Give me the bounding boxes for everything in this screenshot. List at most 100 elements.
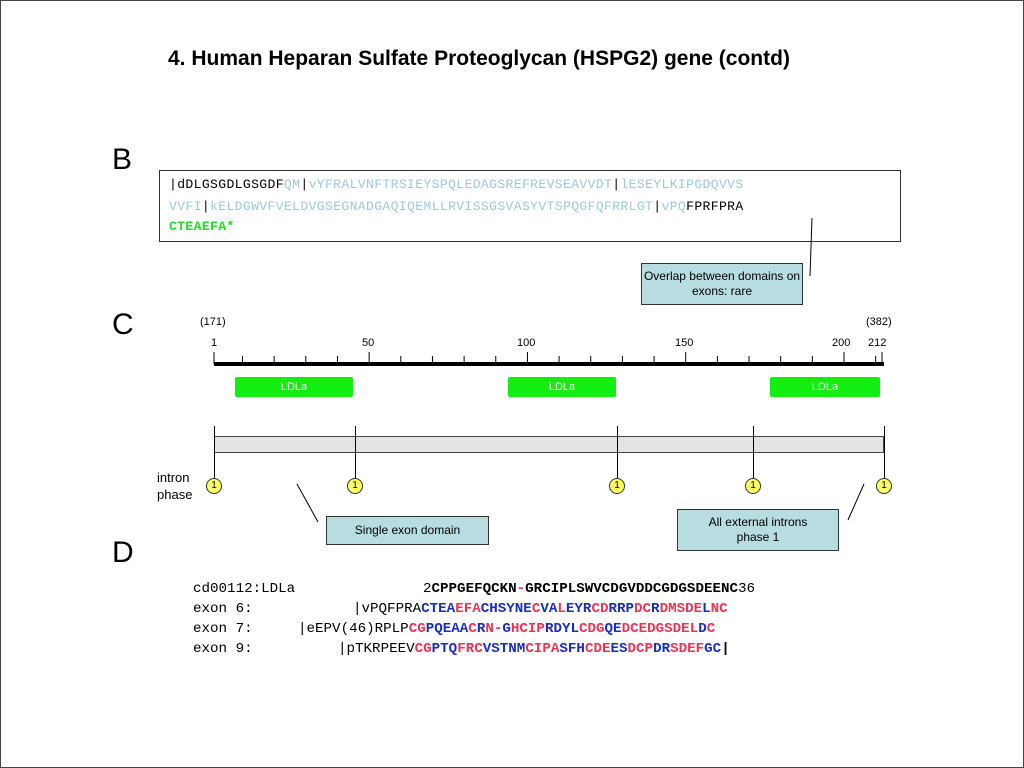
tick-label: 50	[362, 337, 375, 349]
residue-segment: C	[706, 621, 716, 637]
residue-segment: |	[721, 641, 730, 657]
intron-phase-label: intron phase	[157, 469, 192, 503]
alignment-row: exon 6:|vPQFPRACTEAEFACHSYNECVALEYRCDRRP…	[193, 601, 728, 617]
residue-segment: C	[468, 621, 477, 637]
ruler-ticks	[213, 352, 883, 364]
residue-segment: DCP	[627, 641, 654, 657]
residue-segment: G	[502, 621, 511, 637]
residue-segment: GRCIPLSWVCDGVDDCGDGSDEENC	[525, 581, 739, 597]
residue-segment: CTEA	[421, 601, 456, 617]
residue-segment: NC	[710, 601, 728, 617]
residue-segment: DM	[659, 601, 677, 617]
intron-phase-marker: 1	[347, 478, 363, 494]
residue-segment: PTQ	[431, 641, 458, 657]
phase-label: phase	[157, 487, 193, 502]
exon-boundary	[753, 426, 754, 478]
sequence-segment: FPRFPRA	[686, 199, 744, 214]
sequence-segment: vPQ	[661, 199, 687, 214]
residue-segment: QE	[604, 621, 622, 637]
range-start-label: (171)	[200, 316, 226, 328]
sequence-segment: dDLGSGDLGSGDF	[177, 177, 284, 192]
exon-track	[214, 436, 884, 453]
residue-segment: SDEF	[670, 641, 705, 657]
residue-segment: GC	[704, 641, 722, 657]
sequence-segment: |	[653, 199, 662, 214]
ldla-domain: LDLa	[235, 377, 353, 397]
external-introns-callout: All external introns phase 1	[677, 509, 839, 551]
intron-phase-marker: 1	[609, 478, 625, 494]
residue-segment: 36	[738, 581, 756, 597]
residue-segment: VA	[540, 601, 558, 617]
panel-label-c: C	[112, 308, 134, 341]
residue-segment: EYR	[565, 601, 592, 617]
residue-segment: N	[485, 621, 494, 637]
residue-segment: C	[531, 601, 541, 617]
alignment-row: exon 9:|pTKRPEEVCGPTQFRCVSTNMCIPASFHCDEE…	[193, 641, 730, 657]
alignment-label: exon 7:	[193, 621, 253, 637]
alignment-label: cd00112:LDLa	[193, 581, 296, 597]
residue-segment: |eEPV(46)RPLP	[298, 621, 409, 637]
tick-label: 212	[868, 337, 887, 349]
residue-segment: -	[516, 581, 526, 597]
sequence-box: |dDLGSGDLGSGDFQM|vYFRALVNFTRSIEYSPQLEDAG…	[159, 170, 901, 242]
residue-segment: RDYL	[544, 621, 579, 637]
panel-label-b: B	[112, 143, 133, 176]
residue-segment: DGSDEL	[647, 621, 699, 637]
residue-segment: L	[557, 601, 566, 617]
residue-segment: DCE	[621, 621, 648, 637]
exon-boundary	[355, 426, 356, 478]
intron-phase-marker: 1	[876, 478, 892, 494]
residue-segment: CG	[408, 621, 426, 637]
alignment-label: exon 9:	[193, 641, 253, 657]
sequence-segment: |	[612, 177, 621, 192]
intron-label: intron	[157, 470, 190, 485]
sequence-segment: kELDGWVFVELDVGSEGNADGAQIQEMLLRVISSGSVASY…	[210, 199, 654, 214]
residue-segment: EFA	[455, 601, 481, 617]
residue-segment: |vPQFPRA	[353, 601, 422, 617]
single-exon-callout: Single exon domain	[326, 516, 489, 545]
residue-segment: VSTNM	[482, 641, 526, 657]
residue-segment: DC	[634, 601, 652, 617]
sequence-segment: lESEYLKIPGDQVVS	[620, 177, 744, 192]
residue-segment: SFH	[559, 641, 585, 657]
ldla-domain: LDLa	[770, 377, 880, 397]
intron-phase-marker: 1	[745, 478, 761, 494]
overlap-callout: Overlap between domains on exons: rare	[641, 263, 803, 305]
sequence-segment: |	[169, 177, 178, 192]
sequence-line-1: |dDLGSGDLGSGDFQM|vYFRALVNFTRSIEYSPQLEDAG…	[169, 177, 744, 192]
residue-segment: CDG	[579, 621, 605, 637]
exon-boundary	[617, 426, 618, 478]
sequence-segment: QM	[283, 177, 301, 192]
residue-segment: SDE	[676, 601, 703, 617]
sequence-segment: vYFRALVNFTRSIEYSPQLEDAGSREFREVSEAVVDT	[308, 177, 613, 192]
sequence-segment: |	[201, 199, 211, 214]
sequence-line-3: CTEAEFA*	[169, 219, 235, 234]
ldla-domain: LDLa	[508, 377, 616, 397]
panel-label-d: D	[112, 536, 134, 569]
residue-segment: RRP	[608, 601, 635, 617]
exon-boundary	[214, 426, 215, 478]
residue-segment: CHSYNE	[480, 601, 532, 617]
tick-label: 1	[211, 337, 218, 349]
residue-segment: PQEAA	[425, 621, 469, 637]
residue-segment: CPPGEFQCKN	[431, 581, 517, 597]
external-introns-pointer	[847, 483, 865, 521]
range-end-label: (382)	[866, 316, 892, 328]
tick-label: 200	[832, 337, 851, 349]
residue-segment: -	[493, 621, 503, 637]
single-exon-pointer	[296, 483, 319, 523]
slide-title: 4. Human Heparan Sulfate Proteoglycan (H…	[168, 47, 790, 70]
residue-segment: HCIP	[510, 621, 545, 637]
residue-segment: |pTKRPEEV	[338, 641, 415, 657]
residue-segment: CDE	[584, 641, 611, 657]
residue-segment: DR	[653, 641, 671, 657]
residue-segment: FRC	[457, 641, 483, 657]
alignment-label: exon 6:	[193, 601, 253, 617]
tick-label: 150	[675, 337, 694, 349]
sequence-line-2: VVFI|kELDGWVFVELDVGSEGNADGAQIQEMLLRVISSG…	[169, 199, 744, 214]
residue-segment: D	[698, 621, 707, 637]
residue-segment: R	[476, 621, 486, 637]
residue-segment: R	[651, 601, 660, 617]
